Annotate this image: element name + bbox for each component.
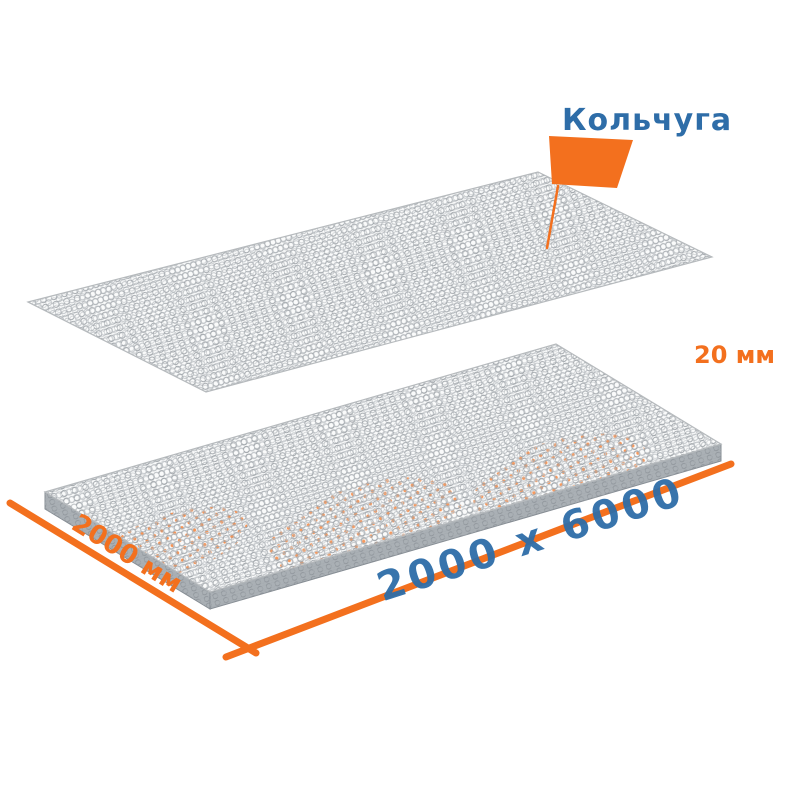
- width-dimension-line: [222, 460, 735, 661]
- upper-mesh-sheet: [26, 171, 714, 393]
- mesh-detail-callout: [545, 136, 633, 250]
- thickness-label: 20 мм: [694, 341, 775, 369]
- callout-swatch: [549, 136, 633, 188]
- length-dimension-line: [6, 499, 260, 657]
- callout-leader-line: [545, 184, 560, 250]
- product-label: Кольчуга: [562, 103, 732, 138]
